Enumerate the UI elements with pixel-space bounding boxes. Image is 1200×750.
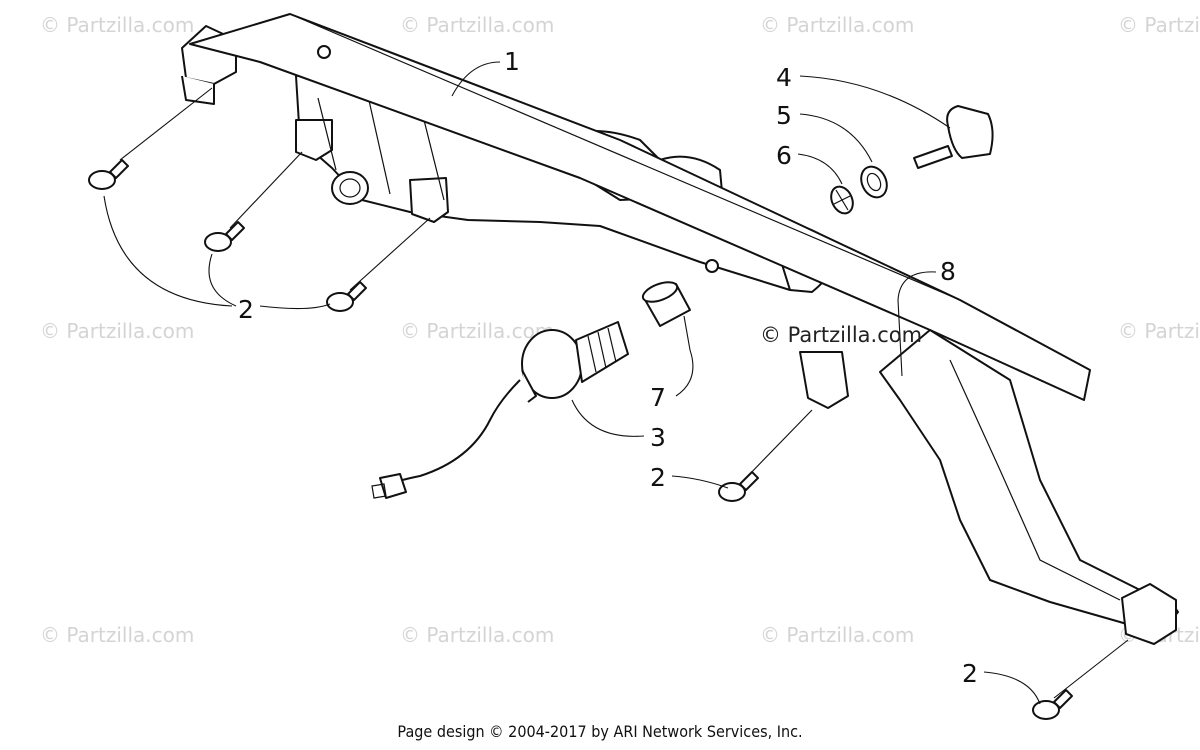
- boot-part: [641, 281, 691, 327]
- callout-7: 7: [650, 383, 666, 412]
- ignition-switch-part: [371, 321, 629, 499]
- watermark: © Partzilla.com: [40, 319, 194, 343]
- watermark: © Partzilla.com: [400, 13, 554, 37]
- callout-8: 8: [940, 257, 956, 286]
- watermark: © Partzilla.com: [400, 319, 554, 343]
- watermark: © Partzilla.com: [40, 13, 194, 37]
- watermark-center: © Partzilla.com: [760, 323, 922, 347]
- callout-3: 3: [650, 423, 666, 452]
- watermark: © Partzilla.com: [760, 13, 914, 37]
- callout-1: 1: [504, 47, 520, 76]
- watermark: © Partzilla.com: [1118, 319, 1200, 343]
- screw-parts: [88, 159, 1073, 720]
- watermark: © Partzilla.com: [1118, 13, 1200, 37]
- callout-2: 2: [962, 659, 978, 688]
- callout-4: 4: [776, 63, 792, 92]
- callout-6: 6: [776, 141, 792, 170]
- key-assembly-part: [830, 105, 994, 215]
- dash-housing-part: [181, 13, 1179, 645]
- watermark: © Partzilla.com: [400, 623, 554, 647]
- callout-5: 5: [776, 101, 792, 130]
- callout-labels: 1 2 2 2 3 4 5 6 7 8: [238, 47, 978, 688]
- footer-copyright: Page design © 2004-2017 by ARI Network S…: [397, 722, 803, 741]
- leader-lines: [103, 61, 1129, 705]
- callout-2: 2: [650, 463, 666, 492]
- watermark: © Partzilla.com: [40, 623, 194, 647]
- watermark: © Partzilla.com: [760, 623, 914, 647]
- callout-2: 2: [238, 295, 254, 324]
- watermark-layer: © Partzilla.com © Partzilla.com © Partzi…: [40, 13, 1200, 647]
